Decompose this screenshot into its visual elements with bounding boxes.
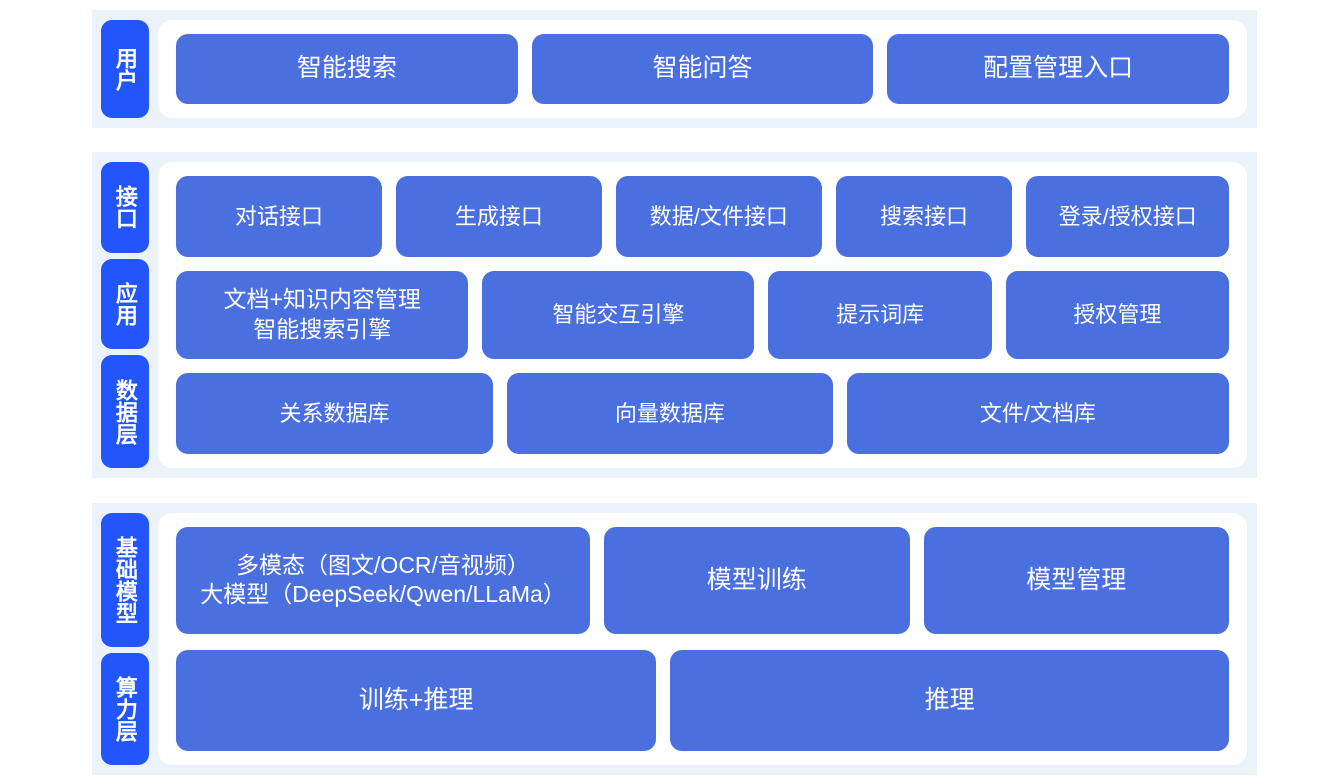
layer-label-column-platform: 接口 应用 数据层 — [92, 162, 158, 469]
box-document-knowledge-management[interactable]: 文档+知识内容管理 智能搜索引擎 — [176, 271, 469, 359]
layer-label-data[interactable]: 数据层 — [101, 355, 149, 469]
box-intelligent-search[interactable]: 智能搜索 — [176, 34, 518, 104]
box-data-file-api[interactable]: 数据/文件接口 — [615, 176, 822, 258]
row-user-entry: 智能搜索 智能问答 配置管理入口 — [176, 34, 1230, 104]
layer-group-infrastructure: 基础模型 算力层 多模态（图文/OCR/音视频） 大模型（DeepSeek/Qw… — [92, 503, 1257, 775]
layer-panel-platform: 对话接口 生成接口 数据/文件接口 搜索接口 登录/授权接口 文档+知识内容管理… — [158, 162, 1247, 468]
box-vector-database[interactable]: 向量数据库 — [506, 372, 833, 454]
layer-panel-user: 智能搜索 智能问答 配置管理入口 — [158, 20, 1247, 118]
row-data-store: 关系数据库 向量数据库 文件/文档库 — [176, 372, 1229, 454]
box-file-document-store[interactable]: 文件/文档库 — [846, 372, 1229, 454]
row-application: 文档+知识内容管理 智能搜索引擎 智能交互引擎 提示词库 授权管理 — [176, 271, 1230, 359]
layer-label-column-infrastructure: 基础模型 算力层 — [92, 513, 158, 765]
box-model-management[interactable]: 模型管理 — [923, 527, 1229, 634]
layer-label-compute[interactable]: 算力层 — [101, 653, 149, 765]
row-foundation-model: 多模态（图文/OCR/音视频） 大模型（DeepSeek/Qwen/LLaMa）… — [176, 527, 1229, 634]
row-compute: 训练+推理 推理 — [176, 649, 1229, 751]
box-login-auth-api[interactable]: 登录/授权接口 — [1026, 176, 1229, 258]
layer-label-column-user: 用户 — [92, 20, 158, 118]
box-config-management-entry[interactable]: 配置管理入口 — [887, 34, 1230, 104]
box-multimodal-large-model[interactable]: 多模态（图文/OCR/音视频） 大模型（DeepSeek/Qwen/LLaMa） — [176, 527, 590, 634]
layer-group-user: 用户 智能搜索 智能问答 配置管理入口 — [92, 10, 1257, 128]
box-interaction-engine[interactable]: 智能交互引擎 — [482, 271, 755, 359]
box-prompt-library[interactable]: 提示词库 — [768, 271, 992, 359]
box-generation-api[interactable]: 生成接口 — [395, 176, 602, 258]
layer-label-application[interactable]: 应用 — [101, 258, 149, 350]
box-inference[interactable]: 推理 — [670, 649, 1229, 751]
layer-group-platform: 接口 应用 数据层 对话接口 生成接口 数据/文件接口 搜索接口 登录/授权接口… — [92, 152, 1257, 478]
box-model-training[interactable]: 模型训练 — [604, 527, 910, 634]
box-intelligent-qa[interactable]: 智能问答 — [531, 34, 874, 104]
box-authorization-management[interactable]: 授权管理 — [1005, 271, 1230, 359]
box-relational-database[interactable]: 关系数据库 — [176, 372, 493, 454]
box-dialog-api[interactable]: 对话接口 — [176, 176, 382, 258]
layer-label-user[interactable]: 用户 — [101, 20, 149, 118]
box-training-inference[interactable]: 训练+推理 — [176, 649, 657, 751]
layer-panel-infrastructure: 多模态（图文/OCR/音视频） 大模型（DeepSeek/Qwen/LLaMa）… — [158, 513, 1247, 765]
row-interface: 对话接口 生成接口 数据/文件接口 搜索接口 登录/授权接口 — [176, 176, 1229, 258]
layer-label-interface[interactable]: 接口 — [101, 162, 149, 253]
box-search-api[interactable]: 搜索接口 — [835, 176, 1013, 258]
layer-label-foundation-model[interactable]: 基础模型 — [101, 513, 149, 647]
